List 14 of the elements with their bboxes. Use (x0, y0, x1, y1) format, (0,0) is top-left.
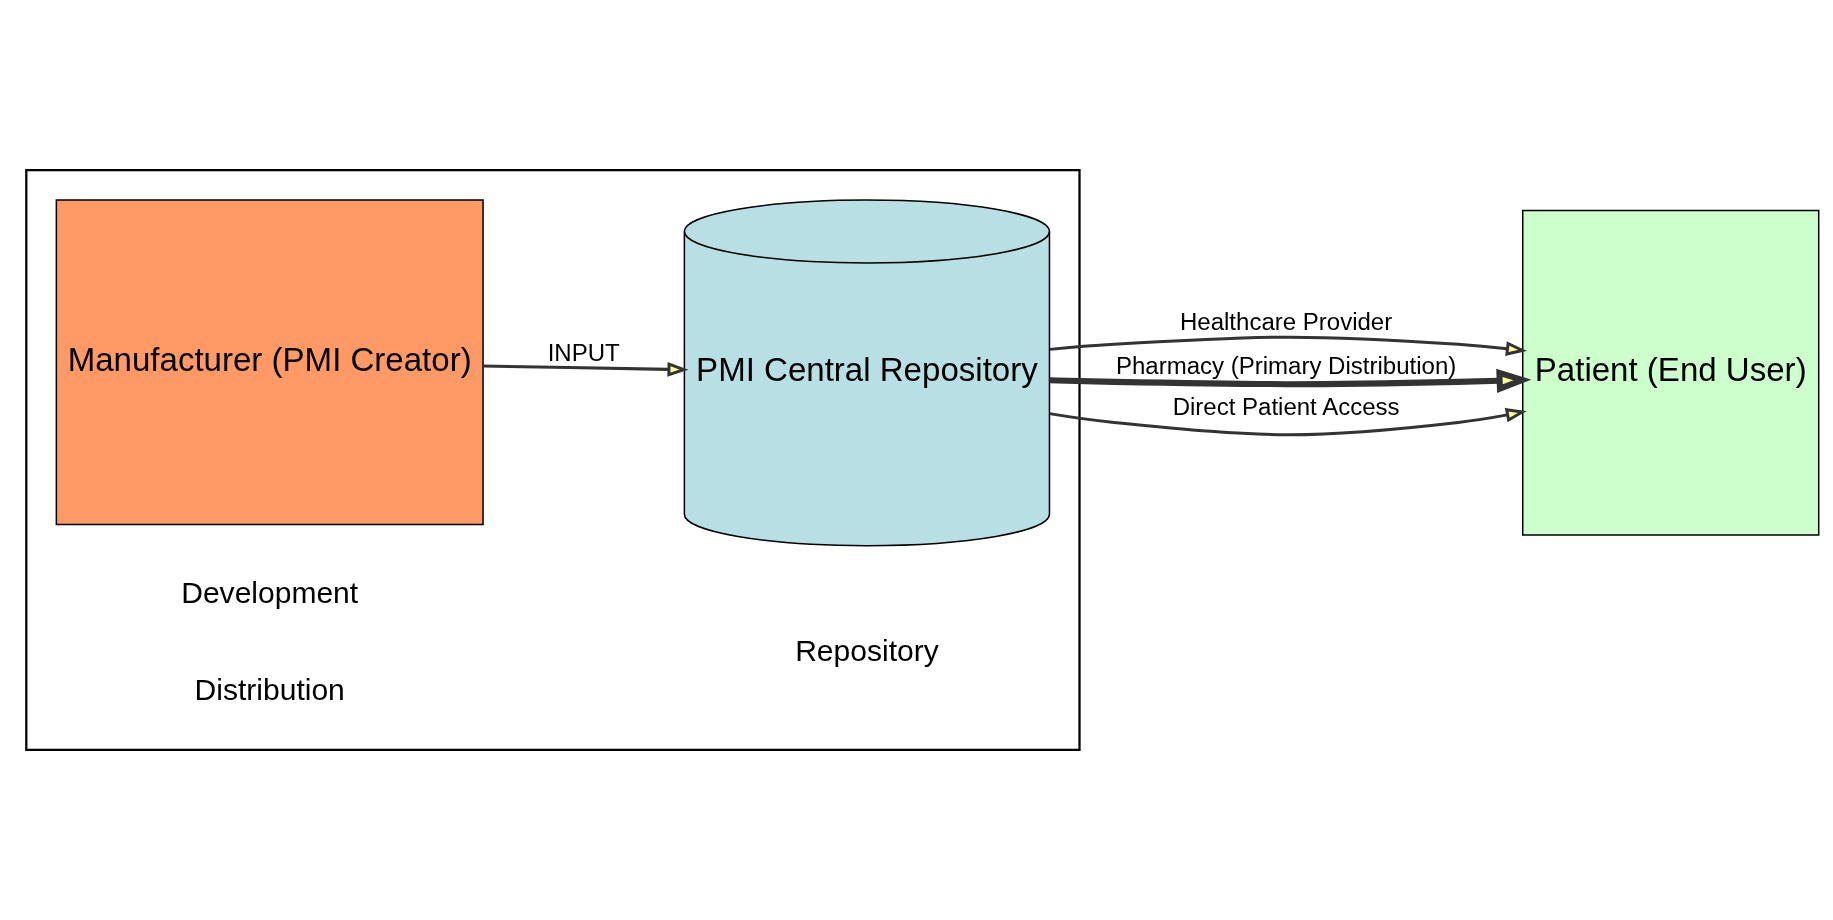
arrow (1049, 335, 1527, 356)
edge-label: INPUT (547, 338, 620, 366)
cluster (25, 168, 1081, 752)
edge-label: Healthcare Provider (1179, 308, 1393, 336)
node-box: Manufacturer (PMI Creator) (55, 199, 484, 526)
edge-label: Pharmacy (Primary Distribution) (1115, 352, 1457, 380)
edge-label: Direct Patient Access (1172, 392, 1400, 420)
label: Development (181, 575, 359, 609)
arrow (1049, 407, 1527, 437)
arrow (483, 362, 689, 377)
label: Distribution (194, 673, 345, 707)
node-box: Patient (End User) (1522, 209, 1820, 536)
arrow (1049, 368, 1532, 393)
label: Repository (795, 634, 939, 668)
